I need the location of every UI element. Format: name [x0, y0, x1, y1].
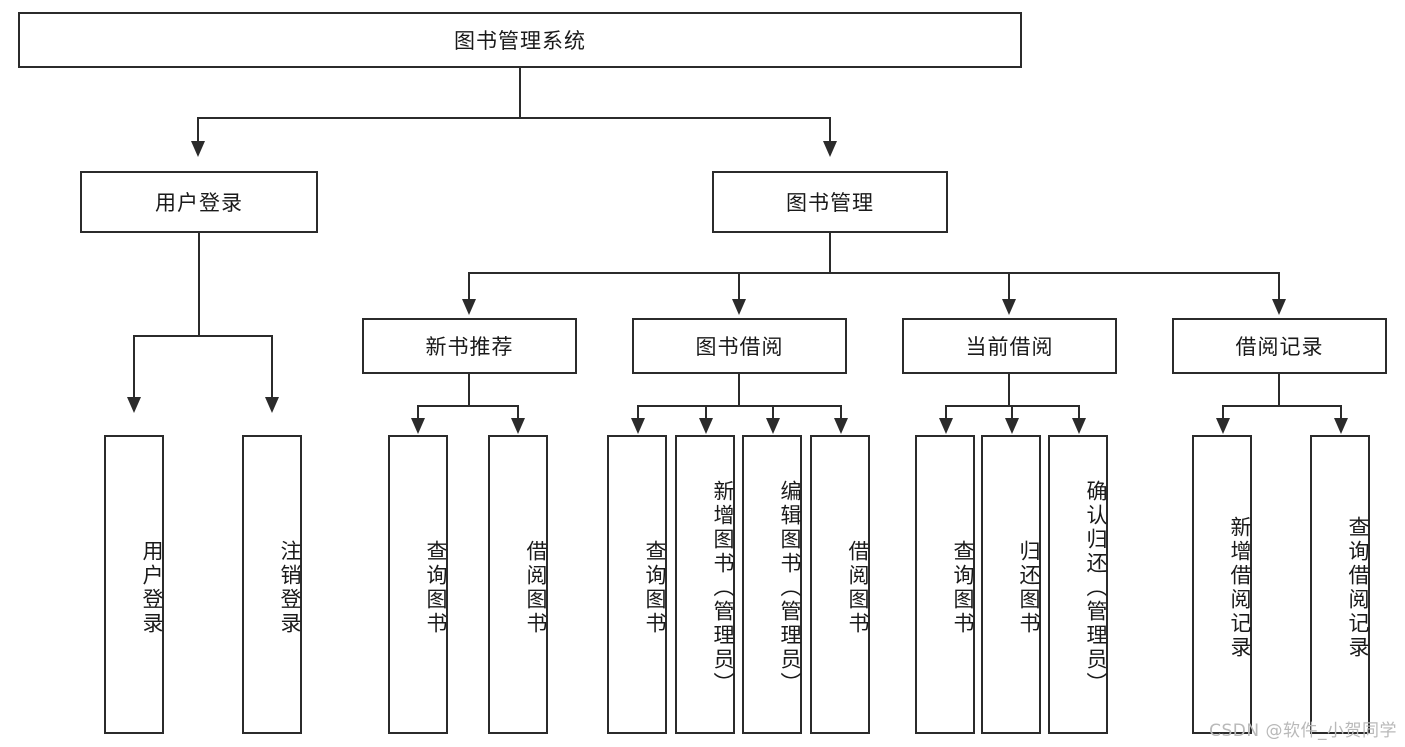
watermark-text: CSDN @软件_小贺同学	[1209, 721, 1397, 741]
leaf-new-book-1-label: 借阅图书	[524, 539, 548, 636]
leaf-user-login-1-label: 注销登录	[278, 539, 302, 636]
leaf-current-borrow-0-label: 查询图书	[951, 539, 975, 636]
edge-book-borrow-stem	[738, 374, 740, 406]
leaf-new-book-1[interactable]: 借阅图书	[488, 435, 548, 734]
node-book-management[interactable]: 图书管理	[712, 171, 948, 233]
leaf-book-borrow-3-label: 借阅图书	[846, 539, 870, 636]
leaf-current-borrow-2-label: 确认归还（管理员）	[1084, 479, 1108, 696]
leaf-new-book-0[interactable]: 查询图书	[388, 435, 448, 734]
edge-borrow-record-child-1	[1340, 405, 1342, 421]
edge-new-book-child-0	[417, 405, 419, 421]
edge-root-bar	[197, 117, 831, 119]
leaf-current-borrow-1-label: 归还图书	[1017, 539, 1041, 636]
arrow-book-mgmt-child-3	[1272, 299, 1286, 315]
arrow-root-to-book-mgmt	[823, 141, 837, 157]
edge-user-login-child-1	[271, 335, 273, 400]
leaf-book-borrow-2[interactable]: 编辑图书（管理员）	[742, 435, 802, 734]
edge-book-mgmt-bar	[468, 272, 1280, 274]
edge-new-book-child-1	[517, 405, 519, 421]
node-borrow-record-label: 借阅记录	[1235, 335, 1324, 359]
leaf-user-login-0-label: 用户登录	[140, 539, 164, 636]
edge-borrow-record-child-0	[1222, 405, 1224, 421]
node-root-label: 图书管理系统	[454, 29, 586, 53]
leaf-book-borrow-1[interactable]: 新增图书（管理员）	[675, 435, 735, 734]
arrow-book-mgmt-child-2	[1002, 299, 1016, 315]
arrow-borrow-record-child-0	[1216, 418, 1230, 434]
arrow-new-book-child-0	[411, 418, 425, 434]
node-new-book-recommend[interactable]: 新书推荐	[362, 318, 577, 374]
edge-new-book-bar	[417, 405, 519, 407]
arrow-book-borrow-child-0	[631, 418, 645, 434]
leaf-book-borrow-0-label: 查询图书	[643, 539, 667, 636]
edge-current-borrow-child-1	[1011, 405, 1013, 421]
node-borrow-record[interactable]: 借阅记录	[1172, 318, 1387, 374]
leaf-borrow-record-0-label: 新增借阅记录	[1228, 515, 1252, 660]
leaf-book-borrow-1-label: 新增图书（管理员）	[711, 479, 735, 696]
arrow-current-borrow-child-0	[939, 418, 953, 434]
edge-new-book-stem	[468, 374, 470, 406]
node-book-borrow[interactable]: 图书借阅	[632, 318, 847, 374]
node-book-borrow-label: 图书借阅	[695, 335, 784, 359]
edge-book-mgmt-child-1	[738, 272, 740, 302]
node-current-borrow-label: 当前借阅	[965, 335, 1054, 359]
edge-user-login-bar	[133, 335, 273, 337]
edge-book-borrow-child-3	[840, 405, 842, 421]
leaf-borrow-record-1[interactable]: 查询借阅记录	[1310, 435, 1370, 734]
edge-user-login-child-0	[133, 335, 135, 400]
node-current-borrow[interactable]: 当前借阅	[902, 318, 1117, 374]
edge-borrow-record-bar	[1222, 405, 1342, 407]
edge-book-borrow-bar	[637, 405, 842, 407]
leaf-current-borrow-1[interactable]: 归还图书	[981, 435, 1041, 734]
arrow-borrow-record-child-1	[1334, 418, 1348, 434]
arrow-book-mgmt-child-1	[732, 299, 746, 315]
edge-book-mgmt-child-2	[1008, 272, 1010, 302]
leaf-borrow-record-1-label: 查询借阅记录	[1346, 515, 1370, 660]
arrow-root-to-user-login	[191, 141, 205, 157]
edge-root-stem	[519, 68, 521, 118]
edge-book-borrow-child-0	[637, 405, 639, 421]
leaf-current-borrow-2[interactable]: 确认归还（管理员）	[1048, 435, 1108, 734]
arrow-current-borrow-child-1	[1005, 418, 1019, 434]
edge-book-mgmt-stem	[829, 233, 831, 273]
leaf-current-borrow-0[interactable]: 查询图书	[915, 435, 975, 734]
edge-book-borrow-child-1	[705, 405, 707, 421]
arrow-book-borrow-child-1	[699, 418, 713, 434]
arrow-current-borrow-child-2	[1072, 418, 1086, 434]
leaf-user-login-1[interactable]: 注销登录	[242, 435, 302, 734]
edge-root-to-book-mgmt	[829, 117, 831, 145]
node-root[interactable]: 图书管理系统	[18, 12, 1022, 68]
node-book-management-label: 图书管理	[786, 191, 874, 215]
edge-user-login-stem	[198, 233, 200, 336]
edge-current-borrow-stem	[1008, 374, 1010, 406]
leaf-book-borrow-2-label: 编辑图书（管理员）	[778, 479, 802, 696]
arrow-user-login-child-0	[127, 397, 141, 413]
arrow-book-borrow-child-3	[834, 418, 848, 434]
node-new-book-recommend-label: 新书推荐	[425, 335, 514, 359]
leaf-new-book-0-label: 查询图书	[424, 539, 448, 636]
leaf-book-borrow-3[interactable]: 借阅图书	[810, 435, 870, 734]
arrow-new-book-child-1	[511, 418, 525, 434]
arrow-book-mgmt-child-0	[462, 299, 476, 315]
edge-borrow-record-stem	[1278, 374, 1280, 406]
edge-book-mgmt-child-0	[468, 272, 470, 302]
leaf-borrow-record-0[interactable]: 新增借阅记录	[1192, 435, 1252, 734]
leaf-book-borrow-0[interactable]: 查询图书	[607, 435, 667, 734]
node-user-login[interactable]: 用户登录	[80, 171, 318, 233]
node-user-login-label: 用户登录	[155, 191, 243, 215]
edge-current-borrow-child-2	[1078, 405, 1080, 421]
arrow-user-login-child-1	[265, 397, 279, 413]
edge-book-mgmt-child-3	[1278, 272, 1280, 302]
edge-current-borrow-child-0	[945, 405, 947, 421]
edge-root-to-user-login	[197, 117, 199, 145]
leaf-user-login-0[interactable]: 用户登录	[104, 435, 164, 734]
arrow-book-borrow-child-2	[766, 418, 780, 434]
edge-book-borrow-child-2	[772, 405, 774, 421]
